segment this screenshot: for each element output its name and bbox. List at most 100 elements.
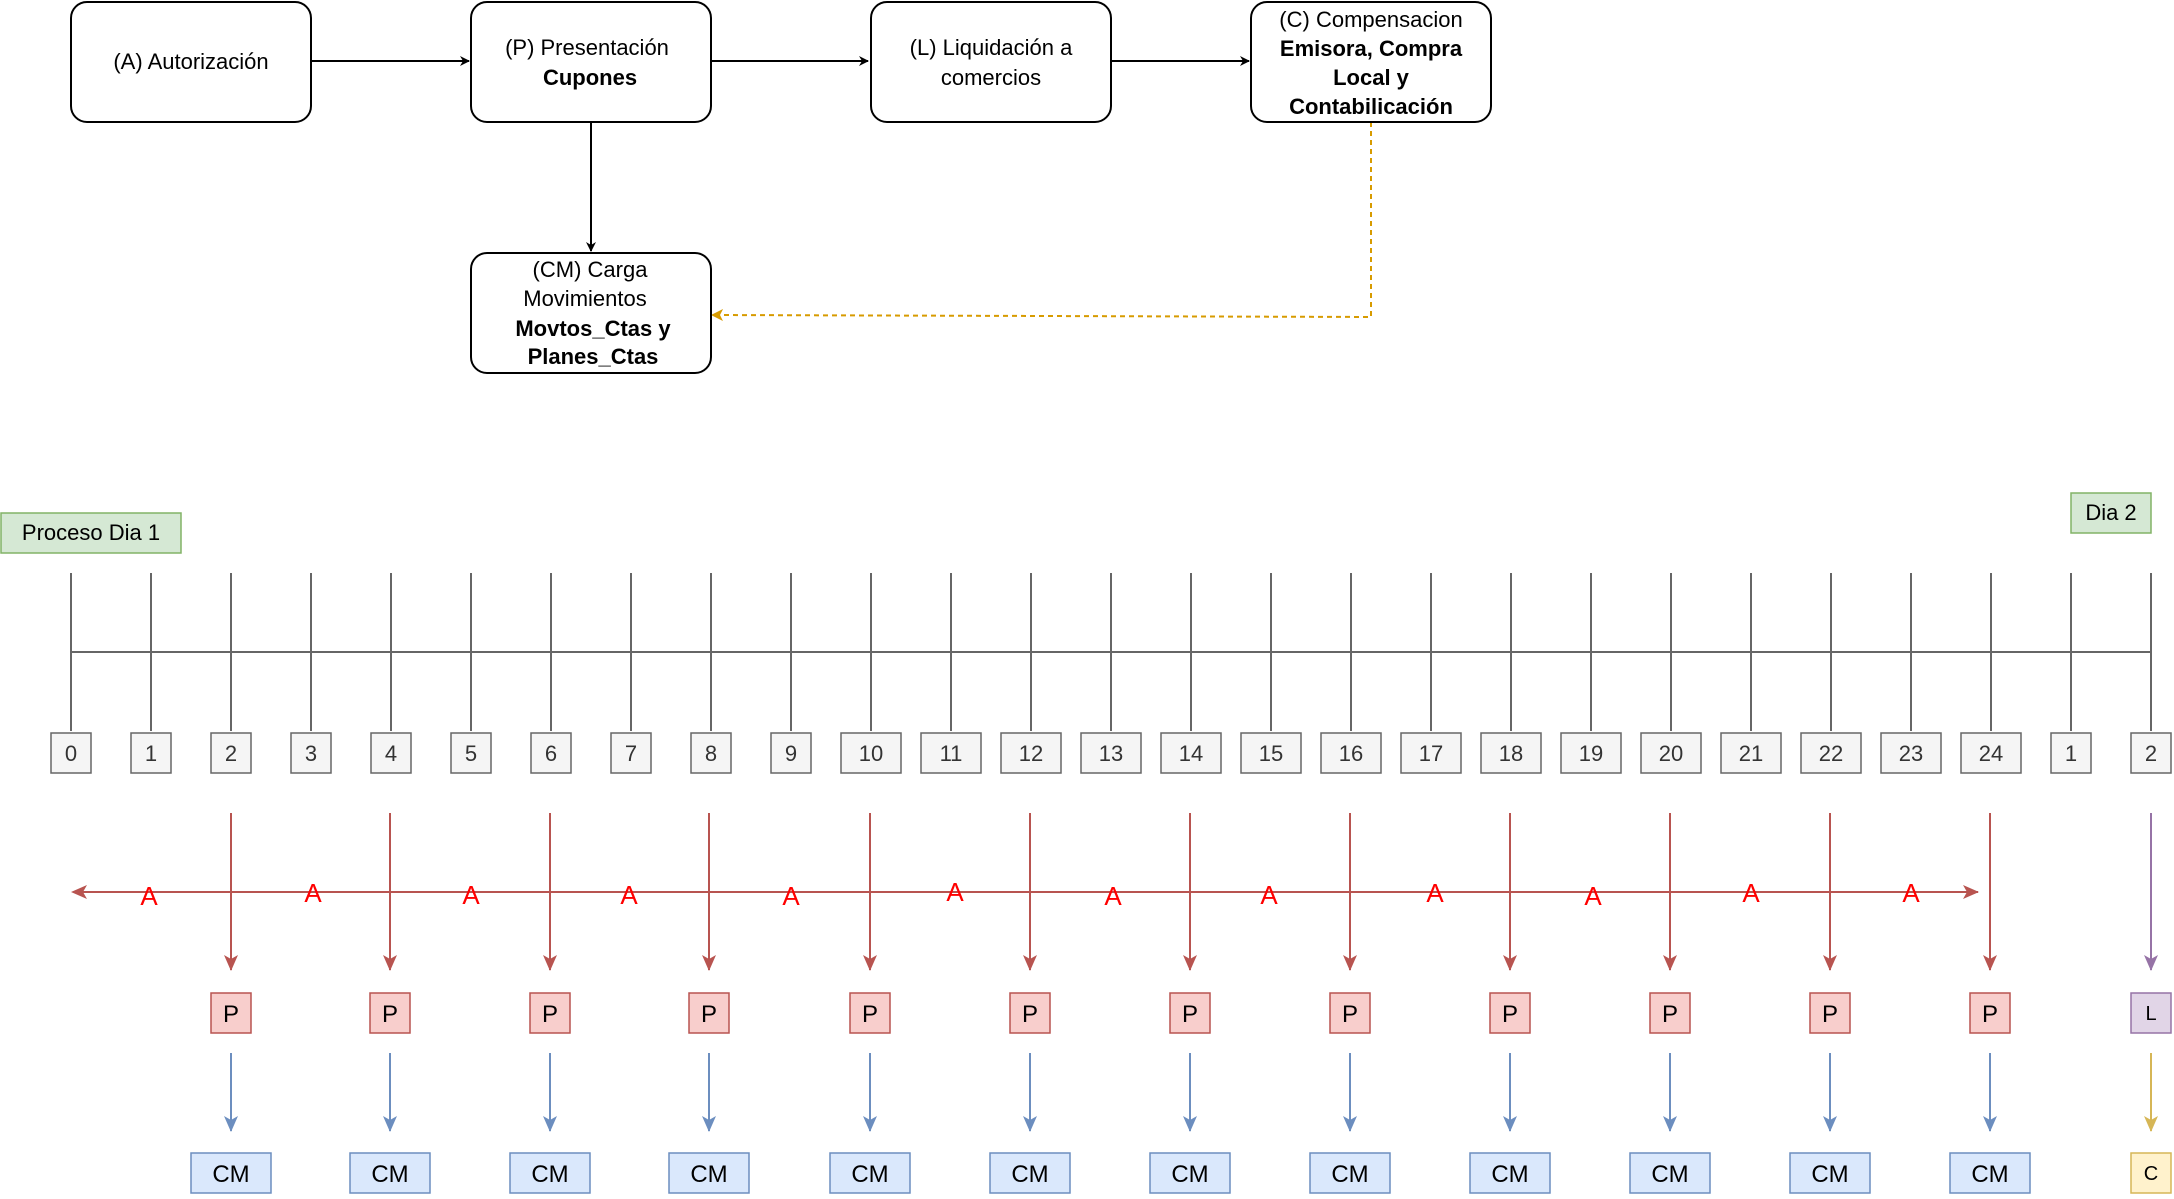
hour-box-rect: [1720, 732, 1782, 774]
hour-box-rect: [1080, 732, 1142, 774]
hour-box-rect: [210, 732, 252, 774]
hour-box: 24: [1960, 732, 2022, 774]
hour-box-rect: [1560, 732, 1622, 774]
hour-label: 1: [145, 741, 157, 766]
p-box: [369, 992, 411, 1034]
hour-box: 16: [1320, 732, 1382, 774]
hour-box: 21: [1720, 732, 1782, 774]
hour-box: 1: [130, 732, 172, 774]
hour-box-rect: [1160, 732, 1222, 774]
hour-box-rect: [130, 732, 172, 774]
p-label: P: [701, 1001, 717, 1028]
carga-movimientos-box: (CM) Carga Movimientos Movtos_Ctas y Pla…: [470, 252, 712, 374]
p-box: [1649, 992, 1691, 1034]
autorizacion-label: (A) Autorización: [113, 49, 268, 74]
hour-box: 20: [1640, 732, 1702, 774]
cm-label: CM: [212, 1161, 249, 1188]
p-box: [1809, 992, 1851, 1034]
p-box: [1489, 992, 1531, 1034]
hour-label: 10: [859, 741, 883, 766]
hour-box-rect: [2130, 732, 2172, 774]
cm-label: CM: [851, 1161, 888, 1188]
c-label: C: [2144, 1163, 2158, 1185]
cm-box: [1309, 1152, 1391, 1194]
hour-label: 9: [785, 741, 797, 766]
p-label: P: [223, 1001, 239, 1028]
compensacion-line3: Local y: [1333, 65, 1410, 90]
cm-label: CM: [1651, 1161, 1688, 1188]
p-label: P: [1982, 1001, 1998, 1028]
p-box: [1169, 992, 1211, 1034]
presentacion-column: P CM: [1629, 813, 1711, 1194]
p-label: P: [542, 1001, 558, 1028]
hour-box: 15: [1240, 732, 1302, 774]
compensacion-line2: Emisora, Compra: [1280, 36, 1463, 61]
hour-box-rect: [840, 732, 902, 774]
presentacion-subtitle: Cupones: [543, 65, 637, 90]
hour-box-rect: [1480, 732, 1542, 774]
compensacion-title: (C) Compensacion: [1279, 7, 1462, 32]
hour-label: 16: [1339, 741, 1363, 766]
hour-box: 23: [1880, 732, 1942, 774]
p-box: [1329, 992, 1371, 1034]
hour-box-rect: [1960, 732, 2022, 774]
authorization-a-label: A: [140, 881, 158, 911]
hour-box: 14: [1160, 732, 1222, 774]
carga-line4: Planes_Ctas: [528, 344, 659, 369]
hour-box-rect: [1400, 732, 1462, 774]
hour-label: 19: [1579, 741, 1603, 766]
hour-label: 7: [625, 741, 637, 766]
p-label: P: [1502, 1001, 1518, 1028]
hour-label: 0: [65, 741, 77, 766]
authorization-a-label: A: [946, 877, 964, 907]
authorization-a-label: A: [1584, 881, 1602, 911]
hour-label: 2: [225, 741, 237, 766]
hour-box: 12: [1000, 732, 1062, 774]
authorization-a-label: A: [1104, 881, 1122, 911]
authorization-range-arrow: [71, 885, 1979, 899]
day2-label-box: Dia 2: [2070, 492, 2152, 534]
hour-label: 2: [2145, 741, 2157, 766]
hour-box: 6: [530, 732, 572, 774]
cm-label: CM: [1491, 1161, 1528, 1188]
authorization-a-label: A: [1426, 878, 1444, 908]
p-box: [1969, 992, 2011, 1034]
p-box: [688, 992, 730, 1034]
hour-label: 23: [1899, 741, 1923, 766]
cm-box: [989, 1152, 1071, 1194]
p-label: P: [1182, 1001, 1198, 1028]
hour-box: 17: [1400, 732, 1462, 774]
hour-box: 4: [370, 732, 412, 774]
compensacion-line4: Contabilicación: [1289, 94, 1453, 119]
p-label: P: [1662, 1001, 1678, 1028]
hour-box-rect: [690, 732, 732, 774]
hour-box: 7: [610, 732, 652, 774]
authorization-a-label: A: [1902, 878, 1920, 908]
hour-label: 3: [305, 741, 317, 766]
hour-box: 10: [840, 732, 902, 774]
authorization-a-label: A: [1742, 878, 1760, 908]
cm-label: CM: [1011, 1161, 1048, 1188]
hour-box-rect: [920, 732, 982, 774]
autorizacion-box: (A) Autorización: [70, 1, 312, 123]
hour-box: 5: [450, 732, 492, 774]
hour-box-rect: [770, 732, 812, 774]
day1-label: Proceso Dia 1: [22, 520, 160, 545]
liquidacion-title: (L) Liquidación a: [910, 35, 1073, 60]
hour-label: 22: [1819, 741, 1843, 766]
hour-box: 9: [770, 732, 812, 774]
compensacion-box: (C) Compensacion Emisora, Compra Local y…: [1250, 1, 1492, 123]
cm-label: CM: [1331, 1161, 1368, 1188]
presentacion-column: PCM: [349, 813, 431, 1194]
p-label: P: [1822, 1001, 1838, 1028]
hour-box: 2: [2130, 732, 2172, 774]
authorization-a-label: A: [620, 880, 638, 910]
presentacion-column: PCM: [1149, 813, 1231, 1194]
p-box: [210, 992, 252, 1034]
flow-section: (A) Autorización (P) Presentación Cupone…: [70, 1, 1492, 374]
cm-label: CM: [690, 1161, 727, 1188]
l-box: [2130, 992, 2172, 1034]
cm-box: [1469, 1152, 1551, 1194]
